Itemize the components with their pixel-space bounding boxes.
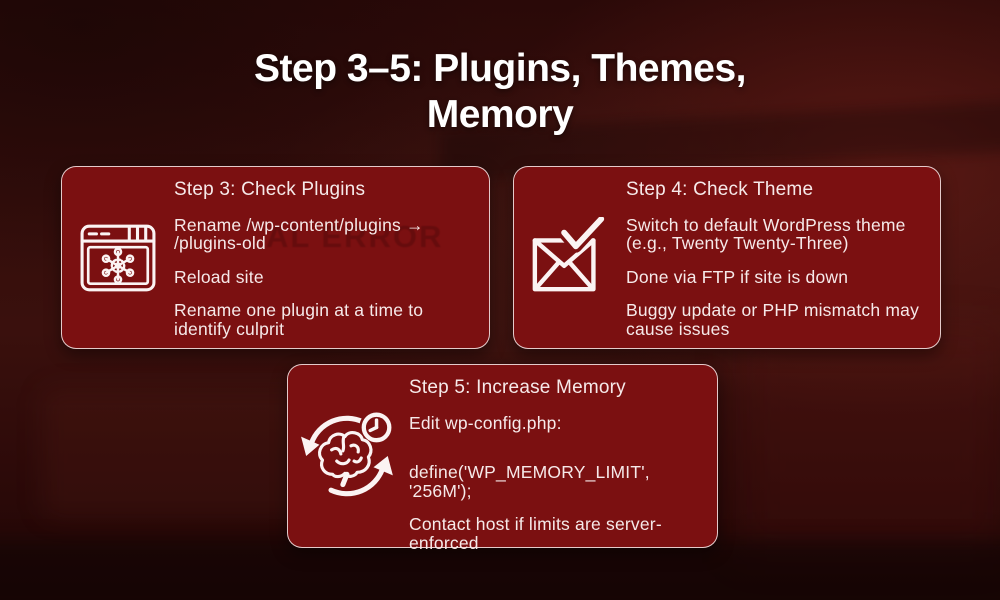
card-step3-item-2: Reload site [174, 266, 264, 287]
background-glow [740, 330, 1000, 550]
browser-plugins-icon [62, 167, 174, 348]
card-step4-check-theme: Step 4: Check Theme Switch to default Wo… [513, 166, 941, 349]
card-step3-item-1: Rename /wp-content/plugins → /plugins-ol… [174, 215, 424, 254]
page-title: Step 3–5: Plugins, Themes, Memory [0, 46, 1000, 138]
envelope-check-icon [514, 167, 626, 348]
brain-refresh-clock-icon [288, 365, 409, 547]
card-step5-item-3: Contact host if limits are server-enforc… [409, 514, 662, 553]
card-step3-item-3: Rename one plugin at a time to identify … [174, 300, 424, 339]
card-step5-increase-memory: Step 5: Increase Memory Edit wp-config.p… [287, 364, 718, 552]
card-step3-text: Step 3: Check Plugins Rename /wp-content… [174, 167, 489, 348]
card-step4-text: Step 4: Check Theme Switch to default Wo… [626, 167, 940, 348]
card-step5-heading: Step 5: Increase Memory [409, 377, 626, 398]
page-title-line-2: Memory [426, 93, 574, 136]
card-step4-item-3: Buggy update or PHP mismatch may cause i… [626, 300, 920, 339]
page-title-line-1: Step 3–5: Plugins, Themes, [254, 47, 746, 90]
card-step3-heading: Step 3: Check Plugins [174, 179, 366, 200]
card-step4-item-2: Done via FTP if site is down [626, 266, 849, 287]
background-desk-shape [0, 540, 1000, 600]
card-step3-check-plugins: AL ERROR [61, 166, 490, 349]
card-step4-item-1: Switch to default WordPress theme (e.g.,… [626, 215, 906, 254]
card-step5-item-1: Edit wp-config.php: [409, 413, 562, 433]
card-step5-text: Step 5: Increase Memory Edit wp-config.p… [409, 365, 717, 552]
card-step4-heading: Step 4: Check Theme [626, 179, 814, 200]
card-step5-item-2-code: define('WP_MEMORY_LIMIT', '256M'); [409, 462, 650, 501]
